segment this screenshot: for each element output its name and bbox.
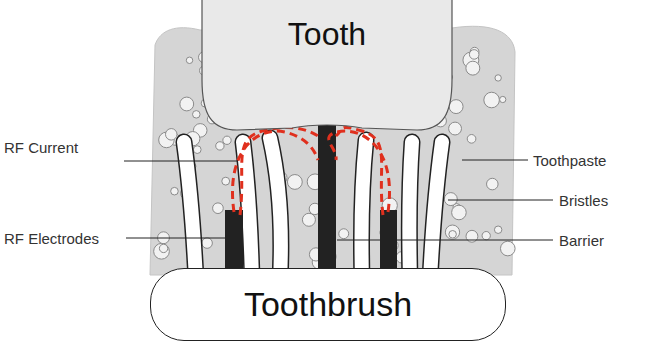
bubble [487,178,499,190]
part-label: RF Current [4,139,78,156]
bubble [223,136,231,144]
bubble [216,142,224,150]
part-label: Bristles [559,192,608,209]
tooth-outline [202,0,452,130]
node-label: Toothbrush [244,285,412,324]
bubble [495,75,501,81]
leader-lines [124,160,553,240]
tooth: Tooth [202,0,452,132]
node-label: Tooth [288,16,366,53]
bubble [193,146,201,154]
rf-current-path [336,127,383,215]
bubble [159,244,167,252]
rf-current [232,127,389,215]
part-label: RF Electrodes [4,230,99,247]
bubble [452,205,467,220]
part-label: Barrier [559,232,604,249]
bubble [193,111,201,119]
part-label: Toothpaste [533,152,606,169]
bristle-outline [243,142,252,280]
bristle [243,142,252,280]
bristle-outline [184,142,196,280]
bristle-outline [362,140,367,280]
bubble [302,213,315,226]
bubble [500,241,515,256]
bubble [202,238,213,249]
bubble [469,50,479,60]
bubble [186,57,192,63]
bubble [444,193,457,206]
bubble [222,177,230,185]
rf-electrode [225,210,243,272]
bubble [449,122,462,135]
bubble [482,232,490,240]
bubble [449,231,457,239]
bubble [180,97,194,111]
bubble [339,229,349,239]
bristle-outline [409,142,412,280]
leader-line [462,160,528,161]
bubble [213,203,224,214]
bubble [500,96,506,102]
bristle-outline [270,138,281,280]
bristle [409,142,412,280]
leader-line [126,238,226,239]
toothbrush: Toothbrush [150,268,506,341]
bristles [184,138,442,280]
bubble [165,129,177,141]
bubble [467,135,476,144]
bubble [484,92,500,108]
leader-line [337,240,553,241]
bubble [449,100,463,114]
bristle-outline [430,142,442,280]
rf-current-path [240,127,318,215]
bubble [154,243,170,259]
bristle [184,142,196,280]
bubble [494,226,501,233]
bubble [287,175,302,190]
bristle [270,138,281,280]
bristle [430,142,442,280]
bubble [445,225,459,239]
rf-electrode [380,210,397,272]
leader-line [448,200,553,201]
leader-line [124,161,238,162]
bristle [362,140,367,280]
bubble [466,61,480,75]
bubble [171,187,179,195]
